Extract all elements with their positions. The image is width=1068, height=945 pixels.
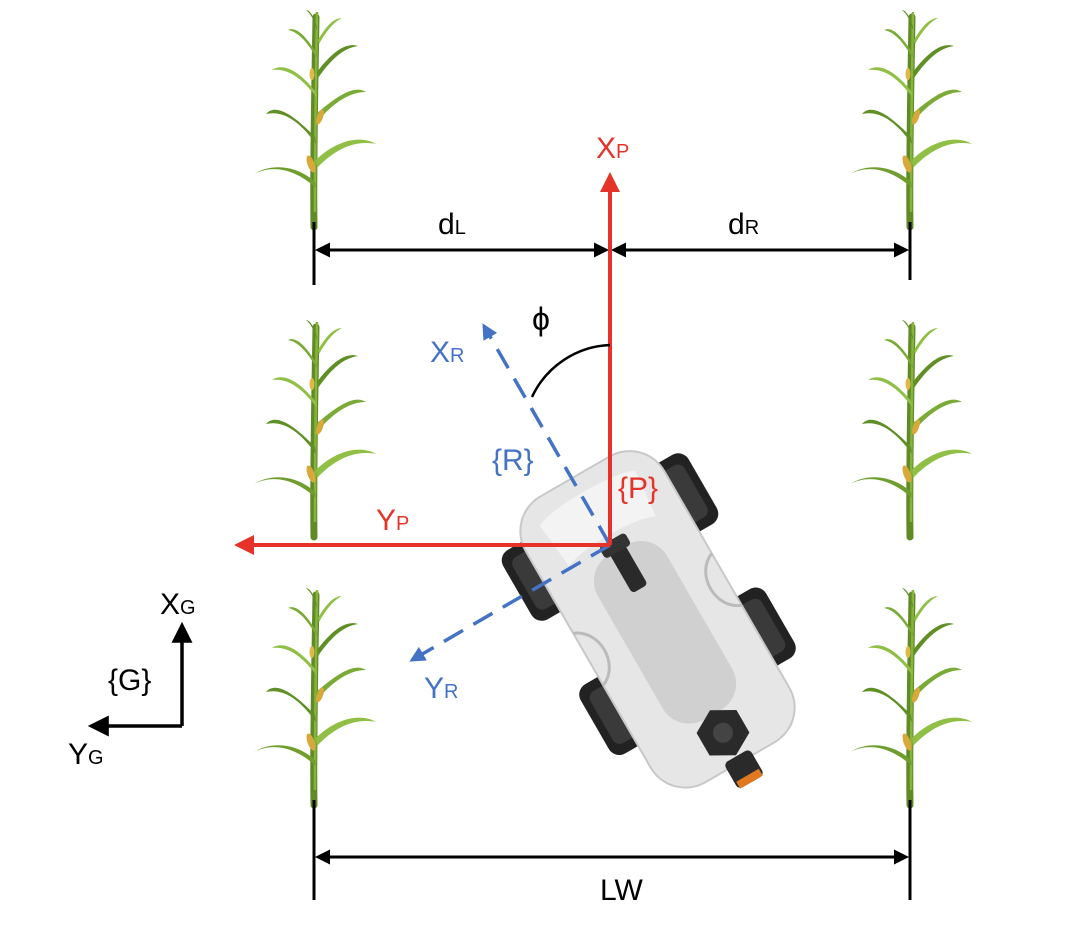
r-frame-label: {R} (492, 444, 534, 477)
corn-plant-icon (254, 320, 376, 537)
xr-label: XR (430, 336, 464, 369)
phi-label: ϕ (532, 301, 550, 337)
corn-plant-icon (850, 320, 972, 537)
g-frame-label: {G} (108, 664, 151, 697)
dr-label: dR (728, 208, 759, 241)
p-frame-label: {P} (618, 472, 658, 505)
path-frame-p: XP YP {P} (234, 132, 658, 555)
corn-plant-icon (850, 10, 972, 227)
plant-row-left (254, 10, 376, 805)
corn-plant-icon (254, 588, 376, 805)
corn-plant-icon (254, 10, 376, 227)
yr-label: YR (424, 672, 458, 705)
xg-label: XG (160, 588, 196, 621)
dimension-lw: LW (312, 800, 912, 907)
robot-frame-r: XR YR {R} (409, 323, 612, 705)
dimension-dl: dL (312, 208, 609, 285)
yp-label: YP (376, 504, 409, 537)
global-frame-g: XG YG {G} (68, 588, 196, 771)
corn-plant-icon (850, 588, 972, 805)
plant-row-right (850, 10, 972, 805)
wheeled-robot-icon (501, 450, 796, 789)
heading-angle: ϕ (530, 301, 611, 398)
lw-label: LW (600, 874, 643, 907)
dl-label: dL (438, 208, 466, 241)
xp-label: XP (596, 132, 629, 165)
dimension-dr: dR (611, 208, 912, 280)
yg-label: YG (68, 738, 104, 771)
